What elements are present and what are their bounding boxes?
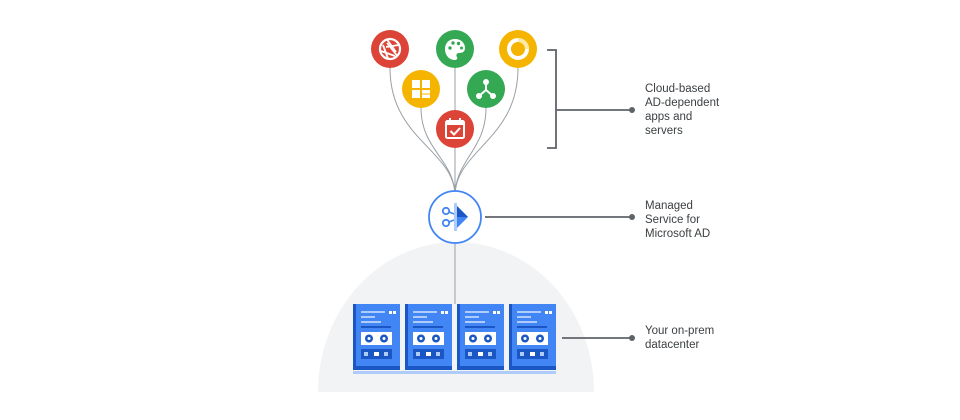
connector-line (454, 67, 519, 197)
connector-line (420, 107, 456, 197)
server-rack-group (353, 304, 556, 374)
apps-label: Cloud-based AD-dependent apps and server… (645, 83, 720, 137)
server-rack-icon (353, 304, 400, 370)
palette-icon (436, 30, 474, 68)
server-rack-icon (405, 304, 452, 370)
managed-ad-icon (428, 190, 482, 244)
aperture-icon (371, 30, 409, 68)
connector-line (454, 107, 487, 197)
apps-pointer-dot (629, 107, 635, 113)
server-rack-base (353, 371, 556, 374)
server-rack-icon (509, 304, 556, 370)
managed-ad-pointer-dot (629, 214, 635, 220)
circle-ring-icon (499, 30, 537, 68)
calendar-check-icon (436, 110, 474, 148)
layout-grid-icon (402, 70, 440, 108)
connector-line (389, 67, 456, 197)
managed-ad-label: Managed Service for Microsoft AD (645, 200, 711, 240)
network-tree-icon (467, 70, 505, 108)
apps-bracket (547, 49, 632, 149)
datacenter-label: Your on-prem datacenter (645, 325, 715, 351)
datacenter-pointer-dot (629, 335, 635, 341)
server-rack-icon (457, 304, 504, 370)
